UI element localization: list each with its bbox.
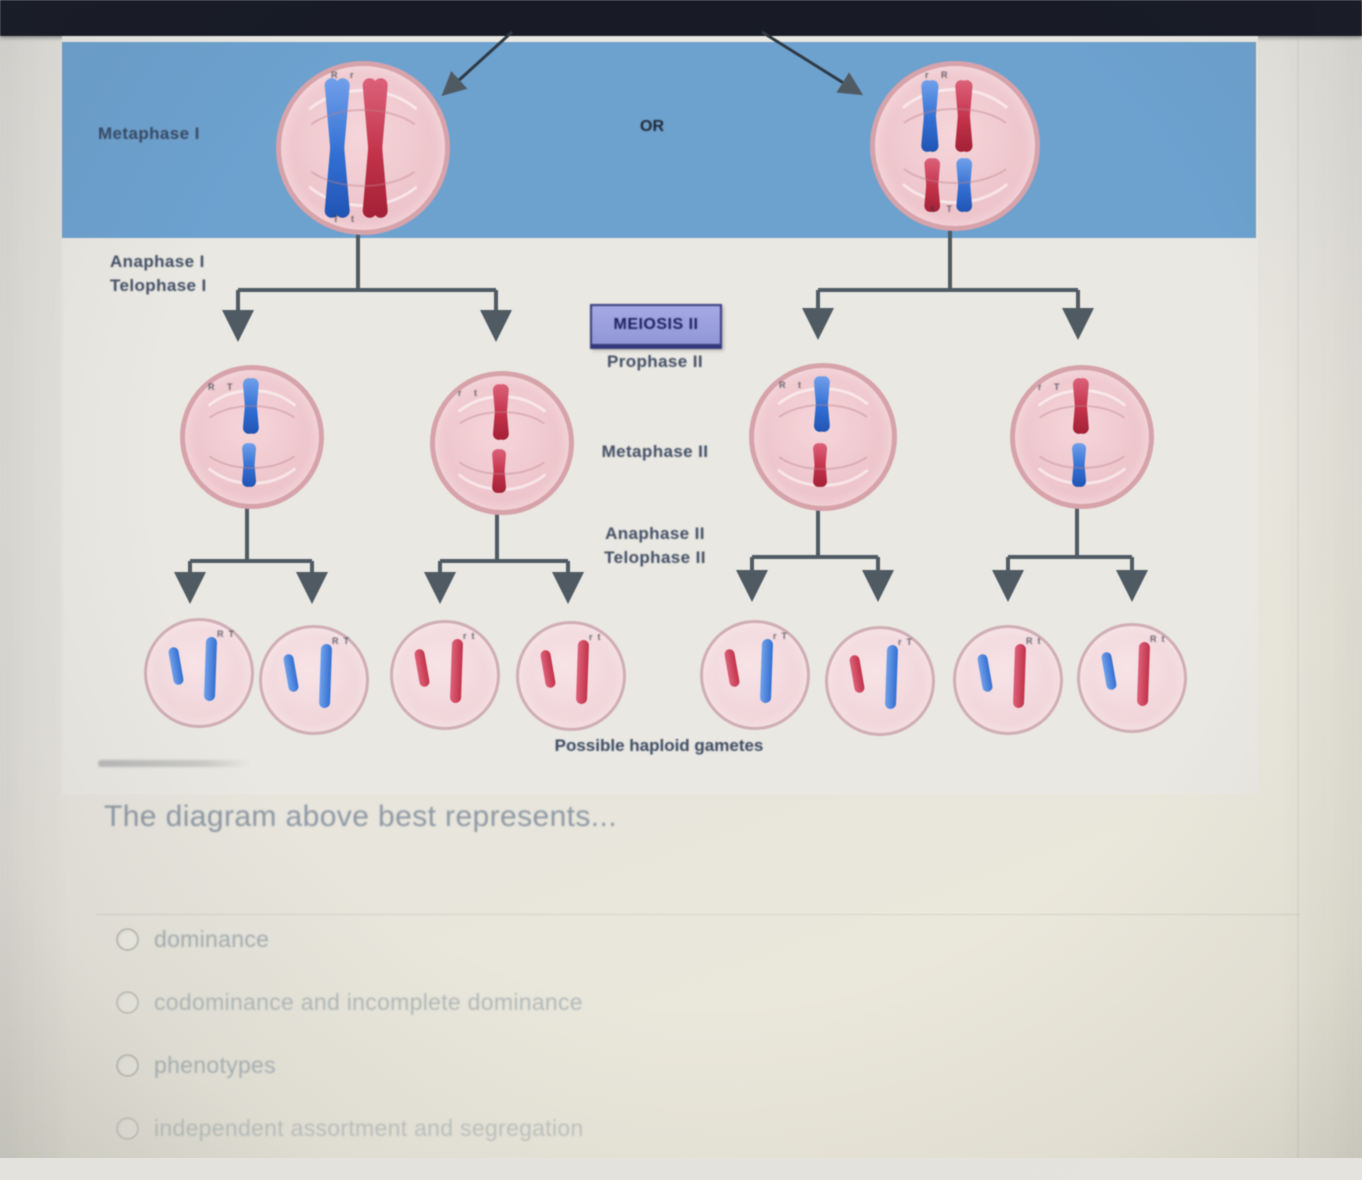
blue-chromatid [203, 636, 218, 702]
blue-chromatid [1100, 651, 1118, 691]
red-chromosome [491, 448, 507, 494]
allele-letters: rt [589, 632, 606, 642]
label-anaphase-telophase-1: Anaphase I Telophase I [110, 250, 207, 298]
metaphase2-cell-2: r t [430, 371, 574, 515]
blue-chromatid [976, 653, 994, 693]
red-chromatid [449, 638, 464, 704]
blue-chromatid [884, 644, 899, 710]
label-or: OR [640, 118, 664, 135]
radio-button[interactable] [116, 1053, 139, 1077]
blue-chromosome [920, 79, 940, 153]
allele-letters: rt [463, 631, 480, 641]
red-chromatid [1012, 643, 1027, 709]
blue-chromosome [241, 442, 257, 488]
allele-letters: RT [217, 629, 239, 639]
radio-button[interactable] [116, 927, 139, 951]
label-prophase-2: Prophase II [606, 352, 704, 371]
gamete-cell-1: RT [144, 618, 254, 728]
gamete-cell-4: rt [516, 621, 626, 731]
allele-letters: RT [332, 636, 354, 646]
gamete-cell-6: rT [825, 626, 935, 736]
option-row-3[interactable]: phenotypes [116, 1051, 1016, 1078]
label-metaphase-2: Metaphase II [601, 442, 709, 461]
blue-chromosome [813, 375, 831, 433]
red-chromatid [848, 654, 866, 694]
allele-letters: r T [1038, 382, 1065, 392]
red-chromosome [954, 79, 974, 153]
fine-print-smudge [98, 760, 250, 767]
red-chromosome [362, 77, 388, 219]
gamete-cell-8: Rt [1077, 623, 1187, 733]
screen-seam [1297, 36, 1299, 1158]
option-label: dominance [154, 925, 270, 952]
red-chromatid [1136, 641, 1151, 707]
gamete-cell-5: rT [700, 620, 810, 730]
metaphase1-cell-1: R r T t [276, 61, 450, 235]
meiosis-diagram: Metaphase I OR Anaphase I Telophase I ME… [62, 30, 1258, 794]
connector-arrows [174, 30, 1148, 604]
red-chromatid [413, 648, 431, 688]
allele-letters: rT [773, 631, 792, 641]
option-label: phenotypes [154, 1051, 276, 1078]
question-text: The diagram above best represents... [104, 800, 618, 833]
label-anaphase-1: Anaphase I [110, 252, 205, 271]
label-telophase-1: Telophase I [110, 276, 207, 295]
allele-letters: T t [333, 214, 359, 224]
allele-letters: Rt [1026, 636, 1046, 646]
blue-chromatid [318, 643, 333, 709]
red-chromosome [812, 442, 828, 488]
option-row-2[interactable]: codominance and incomplete dominance [116, 988, 1016, 1015]
caption-possible-haploid-gametes: Possible haploid gametes [554, 736, 764, 755]
gamete-cell-7: Rt [953, 625, 1063, 735]
red-chromatid [575, 639, 590, 705]
blue-chromatid [167, 646, 185, 686]
red-chromatid [539, 649, 557, 689]
metaphase2-cell-1: R T [180, 365, 324, 509]
answer-options: dominance codominance and incomplete domi… [116, 925, 1016, 1180]
metaphase2-cell-4: r T [1010, 365, 1154, 509]
label-metaphase-1: Metaphase I [98, 124, 200, 143]
allele-letters: t T [931, 204, 957, 214]
allele-letters: r t [458, 388, 482, 398]
blue-chromatid [282, 653, 300, 693]
label-anaphase-2: Anaphase II [605, 524, 705, 543]
blue-chromosome [242, 377, 260, 435]
label-anaphase-telophase-2: Anaphase II Telophase II [575, 522, 735, 570]
gamete-cell-3: rt [390, 620, 500, 730]
option-row-1[interactable]: dominance [116, 925, 1016, 952]
question-divider [96, 914, 1300, 915]
metaphase2-cell-3: R t [749, 363, 897, 511]
metaphase1-cell-2: r R t T [870, 61, 1040, 231]
allele-letters: R r [331, 70, 359, 80]
red-chromosome [1072, 377, 1090, 435]
allele-letters: R T [208, 382, 238, 392]
blue-chromosome [324, 77, 350, 219]
option-row-4[interactable]: independent assortment and segregation [116, 1114, 1016, 1141]
meiosis-2-box: MEIOSIS II [590, 304, 722, 349]
radio-button[interactable] [116, 1116, 139, 1140]
metaphase1-banner [62, 42, 1256, 238]
screen-top-bar [0, 0, 1362, 36]
allele-letters: rT [898, 637, 917, 647]
gamete-cell-2: RT [259, 625, 369, 735]
red-chromatid [723, 648, 741, 688]
label-telophase-2: Telophase II [604, 548, 706, 567]
blue-chromosome [955, 157, 972, 213]
allele-letters: R t [779, 380, 806, 390]
allele-letters: Rt [1150, 634, 1170, 644]
radio-button[interactable] [116, 990, 139, 1014]
option-label: independent assortment and segregation [154, 1114, 584, 1141]
blue-chromosome [1071, 442, 1087, 488]
blue-chromatid [759, 638, 774, 704]
red-chromosome [492, 383, 510, 441]
allele-letters: r R [925, 70, 953, 80]
option-label: codominance and incomplete dominance [154, 988, 583, 1015]
